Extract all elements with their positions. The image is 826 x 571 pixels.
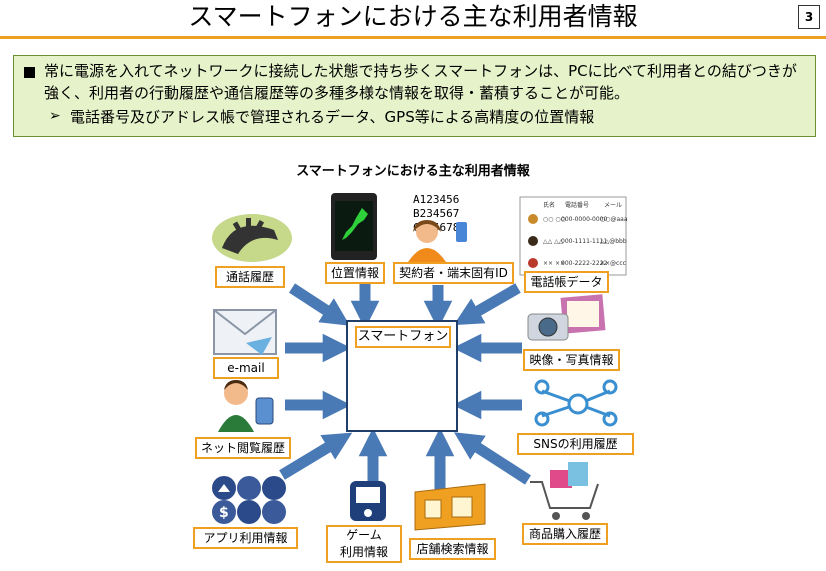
page-title: スマートフォンにおける主な利用者情報 <box>188 2 638 31</box>
address-book-row-2-mail: △△@bbb <box>600 238 627 245</box>
app-icons: $ <box>212 476 286 524</box>
label-purchase-history: 商品購入履歴 <box>522 523 608 545</box>
smartphone-center-label: スマートフォン <box>355 326 451 348</box>
telephone-icon <box>212 214 292 262</box>
label-contract-id: 契約者・端末固有ID <box>393 262 514 284</box>
label-web-history: ネット閲覧履歴 <box>195 437 291 459</box>
address-book-row-3-mail: ××@ccc <box>600 260 626 267</box>
page-number: 3 <box>798 5 820 29</box>
phone-map-icon <box>331 193 377 260</box>
address-book-header-name: 氏名 <box>543 201 555 209</box>
arrow-call-history <box>288 283 350 326</box>
sns-network-icon <box>534 379 618 427</box>
person-id-icon: A123456 B234567 C345678 <box>408 193 467 262</box>
shopping-cart-icon <box>530 462 599 520</box>
person-browsing-icon <box>218 380 274 432</box>
label-game: ゲーム 利用情報 <box>326 525 402 563</box>
title-divider <box>0 36 826 39</box>
label-location: 位置情報 <box>325 262 385 284</box>
label-game-line2: 利用情報 <box>339 545 388 559</box>
summary-bullet-text: 常に電源を入れてネットワークに接続した状態で持ち歩くスマートフォンは、PCに比べ… <box>44 62 797 102</box>
address-book-row-3-phone: 000-2222-2222 <box>561 260 608 267</box>
label-app-usage: アプリ利用情報 <box>193 527 298 549</box>
id-line-2: B234567 <box>413 207 459 220</box>
svg-text:$: $ <box>219 505 229 521</box>
summary-box: 常に電源を入れてネットワークに接続した状態で持ち歩くスマートフォンは、PCに比べ… <box>13 55 816 137</box>
label-photo-video: 映像・写真情報 <box>523 349 620 371</box>
address-book-row-1-mail: ○○@aaa <box>600 216 628 223</box>
arrow-bullet-icon: ➢ <box>49 108 61 124</box>
arrow-purchase-history <box>453 432 531 485</box>
label-call-history: 通話履歴 <box>215 266 285 288</box>
address-book-card: 氏名 電話番号 メール ○○ ○○ 000-0000-0000 ○○@aaa △… <box>519 196 628 276</box>
label-email: e-mail <box>213 357 279 379</box>
arrow-app-usage <box>279 432 353 480</box>
diagram-title: スマートフォンにおける主な利用者情報 <box>296 164 530 179</box>
camera-photo-icon <box>527 294 606 341</box>
store-icon <box>414 483 486 531</box>
game-device-icon <box>350 481 386 521</box>
address-book-header-phone: 電話番号 <box>565 201 589 209</box>
label-game-line1: ゲーム <box>346 528 382 542</box>
arrow-address-book <box>453 283 521 326</box>
address-book-row-1-name: ○○ ○○ <box>543 216 566 223</box>
summary-sub-bullet-text: 電話番号及びアドレス帳で管理されるデータ、GPS等による高精度の位置情報 <box>70 108 595 126</box>
address-book-header-mail: メール <box>604 202 622 209</box>
address-book-row-1-phone: 000-0000-0000 <box>561 216 608 223</box>
address-book-row-2-phone: 000-1111-1111 <box>561 238 608 245</box>
label-address-book: 電話帳データ <box>524 271 609 293</box>
square-bullet-icon <box>24 67 35 78</box>
label-sns-history: SNSの利用履歴 <box>517 433 634 455</box>
id-line-1: A123456 <box>413 193 459 206</box>
address-book-row-2-name: △△ △△ <box>543 238 564 245</box>
address-book-row-3-name: ×× ×× <box>543 260 565 267</box>
label-store-search: 店舗検索情報 <box>409 538 496 560</box>
envelope-icon <box>213 309 277 355</box>
